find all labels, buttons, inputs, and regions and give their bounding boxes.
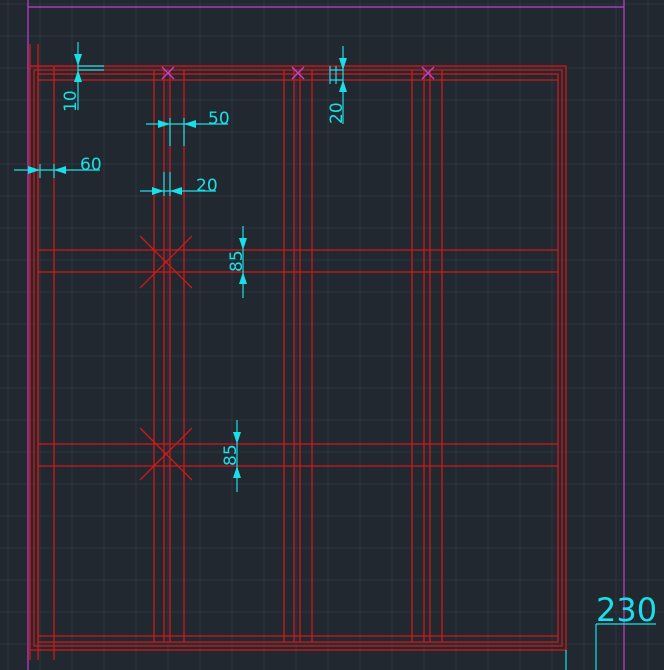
leader-lines xyxy=(565,623,656,670)
dimension-50[interactable]: 50 xyxy=(146,109,230,146)
dimension-85-upper[interactable]: 85 xyxy=(227,226,247,298)
dimension-20-left[interactable]: 20 xyxy=(140,172,218,196)
dimension-10[interactable]: 10 xyxy=(61,42,104,112)
dimension-60[interactable]: 60 xyxy=(14,155,102,178)
vertical-studs xyxy=(153,70,443,642)
magenta-boundary xyxy=(27,0,625,670)
intersection-crosses xyxy=(139,235,193,481)
dimension-20-top[interactable]: 20 xyxy=(327,46,347,124)
frame-outline xyxy=(29,44,567,660)
horizontal-beams xyxy=(38,249,558,467)
dimension-85-lower-label: 85 xyxy=(221,444,241,466)
dimension-20-top-label: 20 xyxy=(327,102,347,124)
dimension-85-lower[interactable]: 85 xyxy=(221,420,241,492)
dimension-20-left-label: 20 xyxy=(196,176,218,196)
dimension-85-upper-label: 85 xyxy=(227,250,247,272)
dimension-10-label: 10 xyxy=(61,90,81,112)
dimension-230-label[interactable]: 230 xyxy=(596,591,657,629)
top-x-markers xyxy=(161,66,435,80)
dimension-50-label: 50 xyxy=(208,109,230,129)
dimension-60-label: 60 xyxy=(80,155,102,175)
